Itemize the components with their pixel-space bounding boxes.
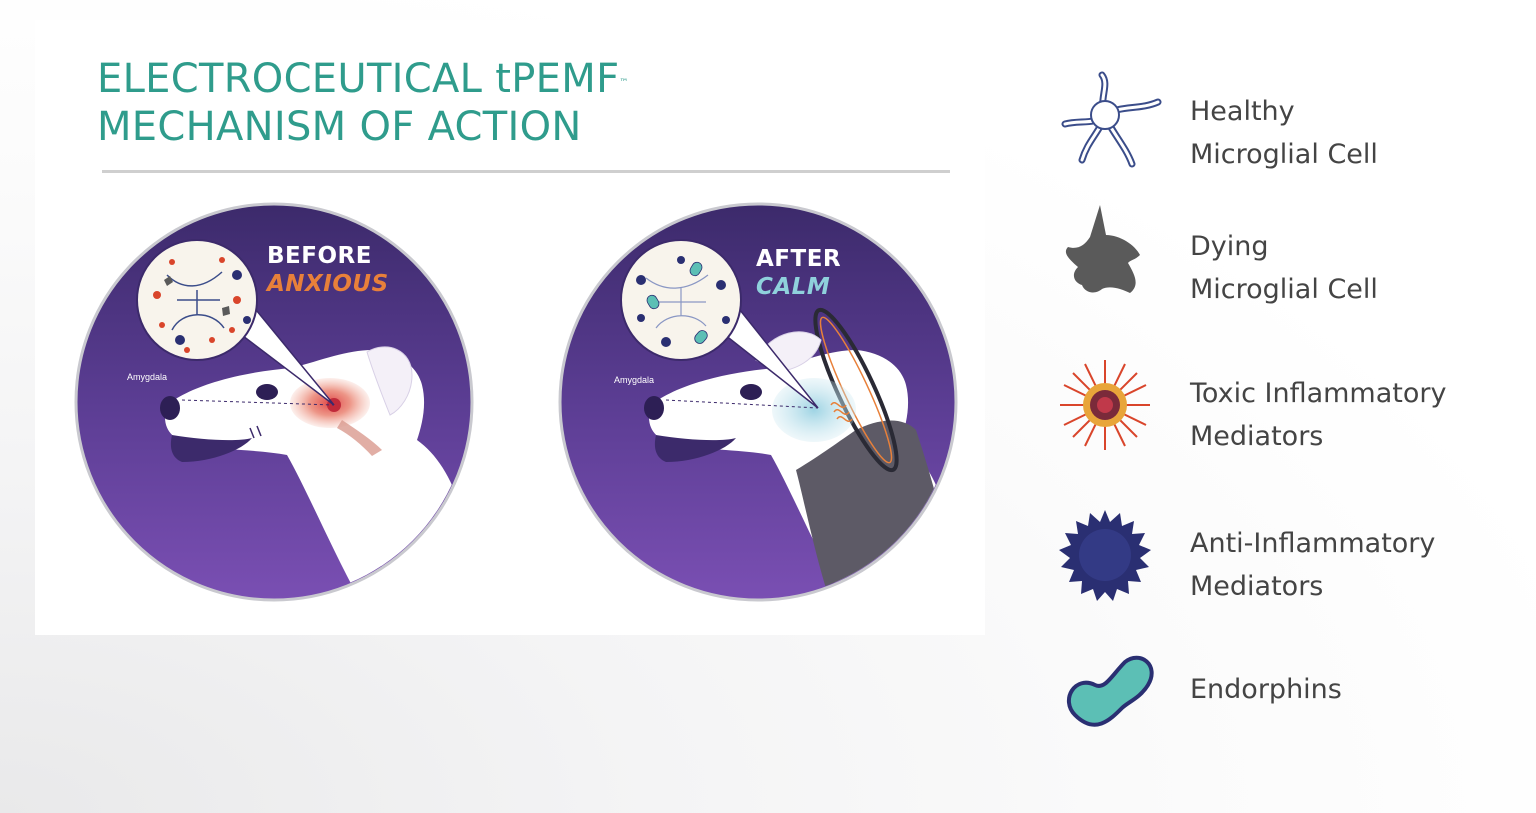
dying-microglial-cell-icon [1065,205,1140,293]
before-word: BEFORE [267,243,372,269]
legend-label-anti: Anti-Inflammatory Mediators [1190,528,1436,602]
dog-mouth [654,435,736,462]
zoom-dying-cells [164,276,230,316]
after-word: AFTER [756,246,842,272]
zoom-contents [166,271,225,331]
dog-mouth [170,435,252,462]
zoom-endorphins [646,261,708,344]
legend-item-endorphins: Endorphins [1040,640,1520,750]
dog-nose [644,396,664,420]
endorphin-icon [1067,655,1154,727]
tpemf-waves [830,402,853,422]
sight-line [181,399,335,406]
title-divider [102,170,950,173]
before-label: BEFORE ANXIOUS [267,242,389,298]
brain-stem [337,420,382,456]
trademark-mark: ™ [619,78,629,88]
whisker-marks [249,425,262,439]
zoom-toxic-mediators [153,257,241,353]
after-illustration [558,202,958,602]
amygdala-glow [772,378,856,442]
legend-item-healthy: Healthy Microglial Cell [1040,60,1520,170]
after-state: CALM [756,274,831,300]
anti-inflammatory-mediator-icon [1059,510,1151,601]
dog-silhouette [165,350,470,598]
dog-ear [366,346,413,416]
legend-item-dying: Dying Microglial Cell [1040,205,1520,315]
before-illustration [74,202,474,602]
before-amygdala-label: Amygdala [127,372,168,382]
legend-label-dying: Dying Microglial Cell [1190,231,1378,305]
after-label: AFTER CALM [756,245,841,301]
zoom-anti-mediators [175,270,251,345]
after-scene: AFTER CALM Amygdala [556,200,960,609]
dog-nose [160,396,180,420]
dog-eye [740,384,762,400]
legend-label-healthy: Healthy Microglial Cell [1190,96,1378,170]
dog-eye [256,384,278,400]
healthy-microglial-cell-icon [1061,71,1162,168]
legend-label-endorphins: Endorphins [1190,674,1342,705]
legend-item-toxic: Toxic Inflammatory Mediators [1040,350,1520,460]
before-state: ANXIOUS [267,271,389,297]
legend-item-anti: Anti-Inflammatory Mediators [1040,500,1520,610]
zoom-contents [645,274,709,329]
toxic-mediator-icon [1060,360,1150,450]
zoom-anti-mediators [636,256,730,347]
legend-label-toxic: Toxic Inflammatory Mediators [1190,378,1447,452]
title-line-1: ELECTROCEUTICAL tPEMF [97,56,620,102]
after-amygdala-label: Amygdala [614,375,655,385]
title-line-2: MECHANISM OF ACTION [97,104,582,150]
page-title: ELECTROCEUTICAL tPEMF™ MECHANISM OF ACTI… [97,55,629,151]
sight-line [665,399,819,409]
before-scene: BEFORE ANXIOUS Amygdala [72,200,476,609]
